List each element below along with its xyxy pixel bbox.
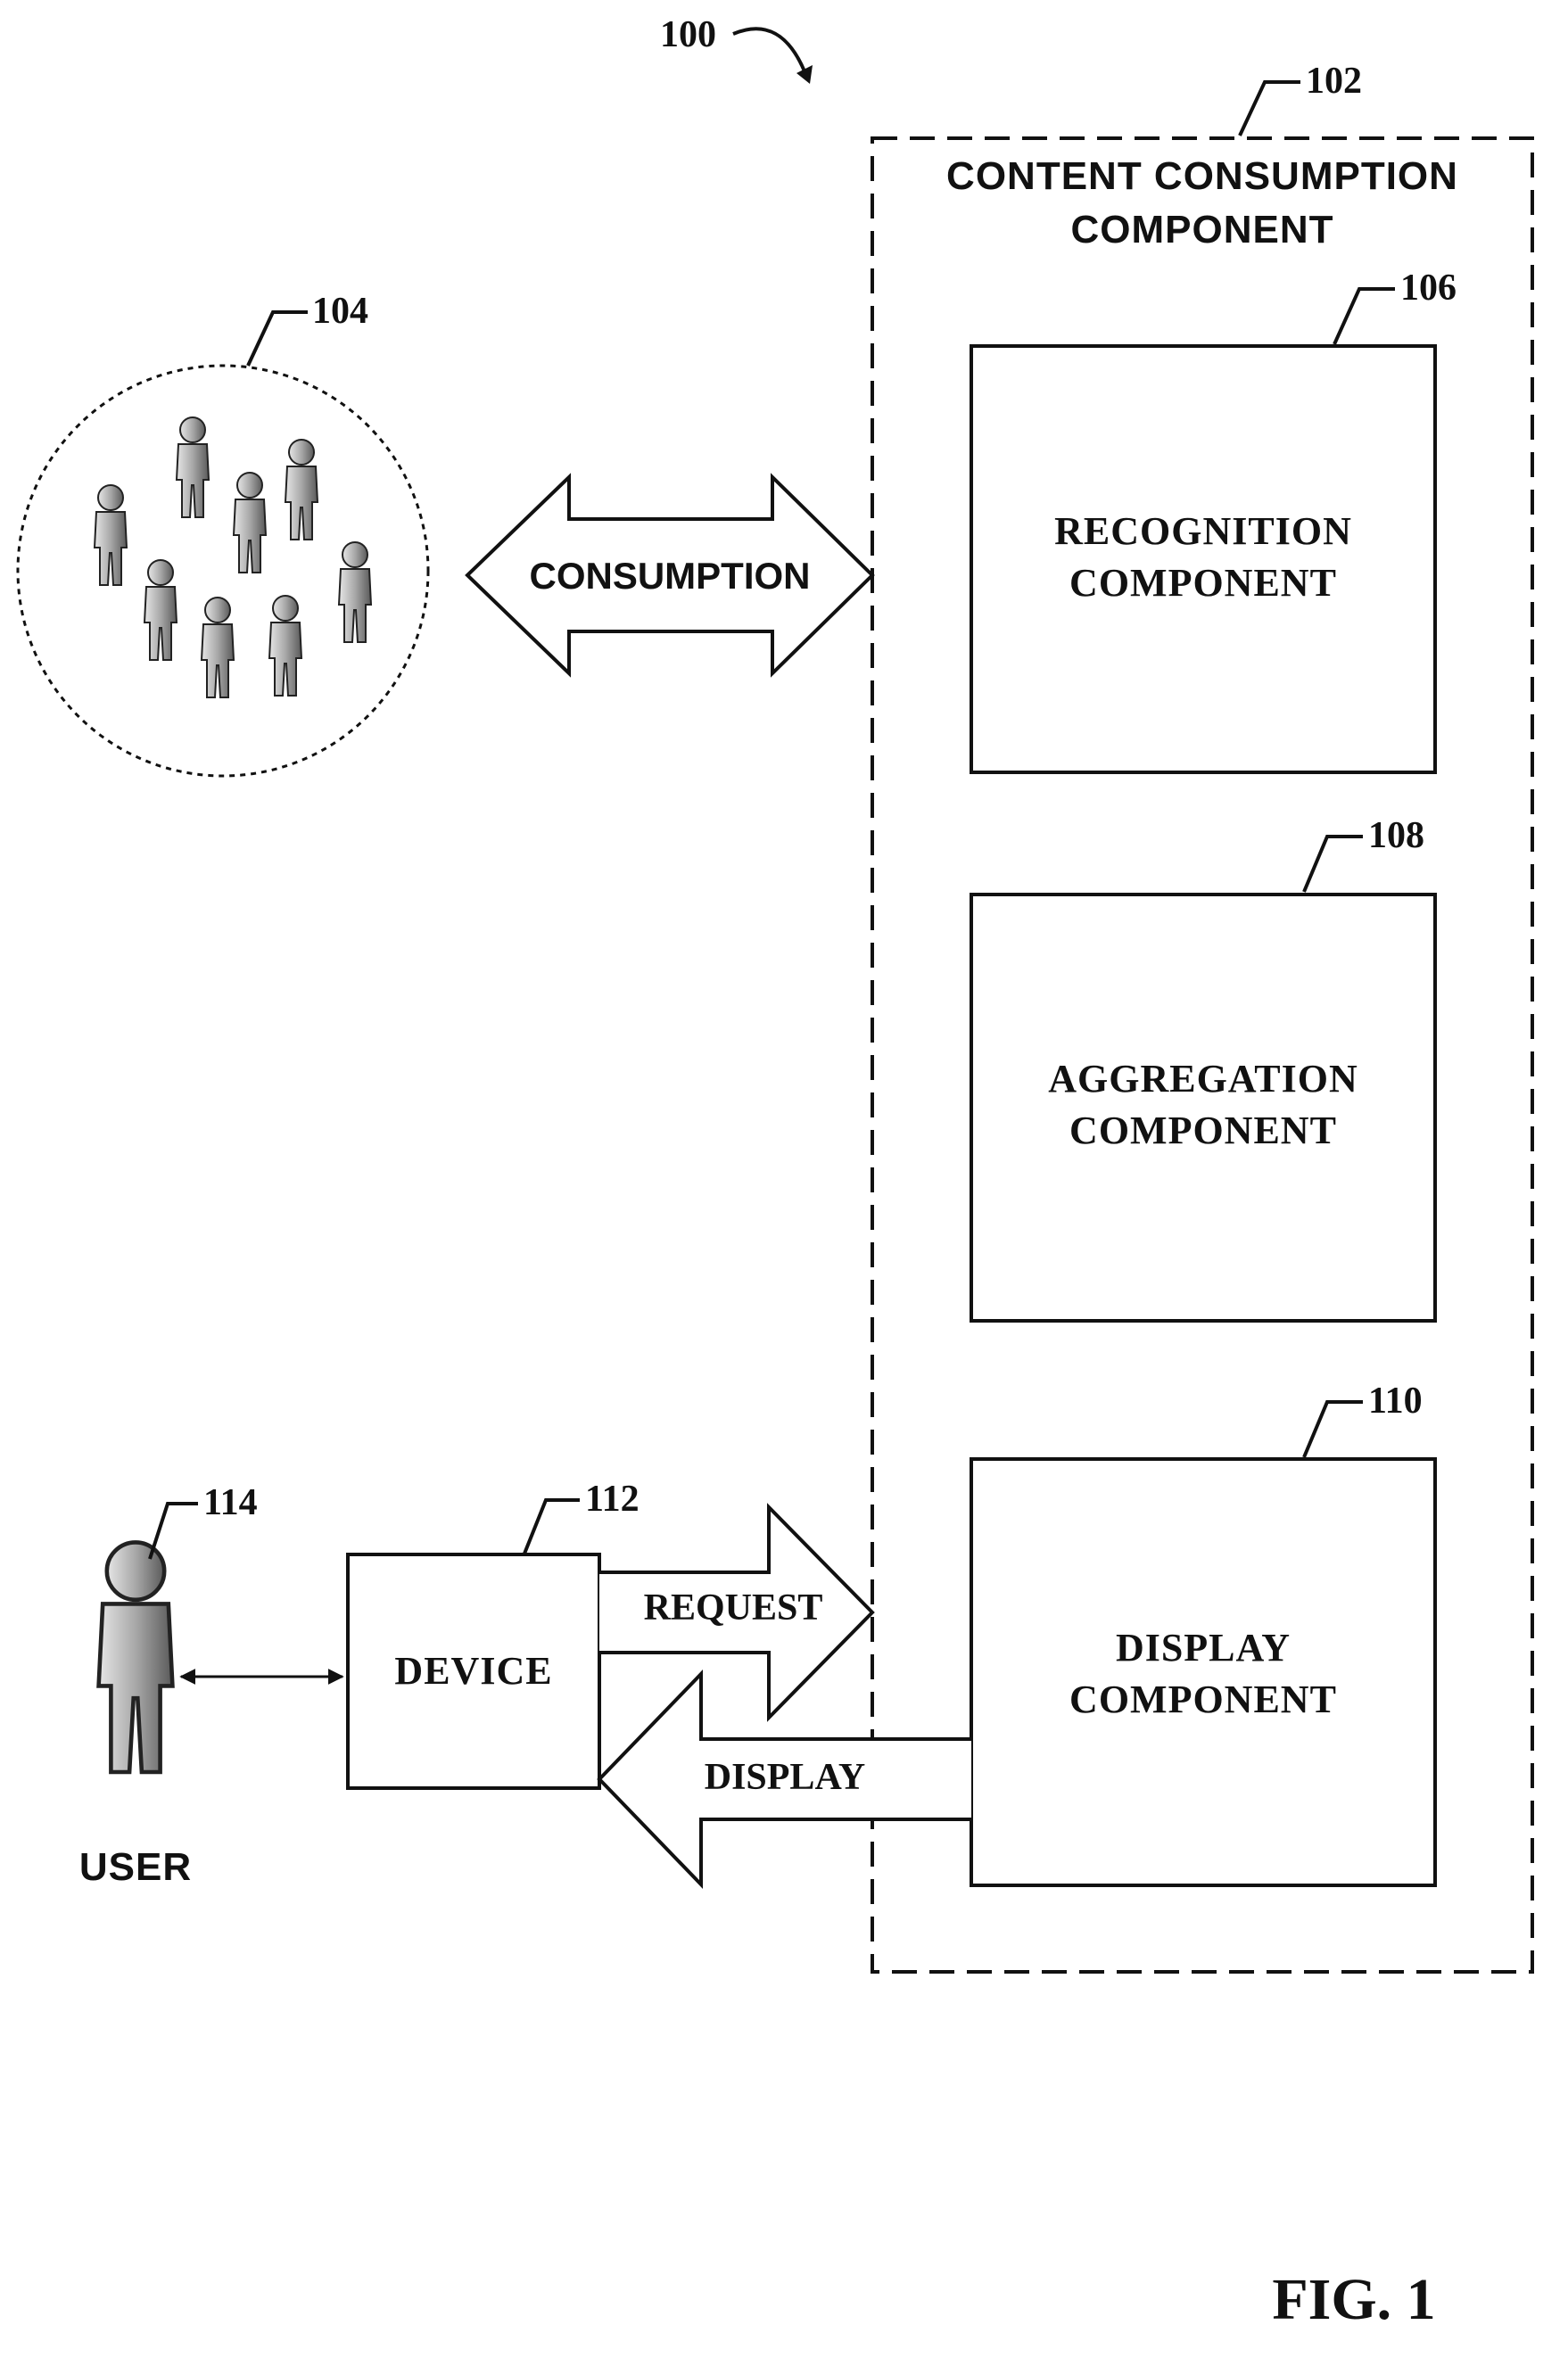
system-ref: 100 xyxy=(660,14,716,55)
aggregation-leader xyxy=(1304,837,1363,892)
crowd-people-icon xyxy=(95,417,371,697)
display-component-label-line2: COMPONENT xyxy=(1069,1678,1337,1721)
content-consumption-title-line1: CONTENT CONSUMPTION xyxy=(946,154,1458,198)
user-ref: 114 xyxy=(203,1482,258,1523)
content-consumption-title-line2: COMPONENT xyxy=(1071,208,1334,251)
display-arrow-label: DISPLAY xyxy=(705,1757,866,1798)
aggregation-label-line2: COMPONENT xyxy=(1069,1109,1337,1152)
figure-label: FIG. 1 xyxy=(1272,2267,1435,2332)
recognition-leader xyxy=(1334,289,1395,344)
consumption-arrow-label: CONSUMPTION xyxy=(530,555,811,597)
device-ref: 112 xyxy=(585,1479,640,1520)
crowd-leader xyxy=(248,312,308,366)
crowd-ref: 104 xyxy=(312,291,368,332)
recognition-label-line1: RECOGNITION xyxy=(1054,509,1352,553)
recognition-ref: 106 xyxy=(1400,268,1457,309)
display-component-label-line1: DISPLAY xyxy=(1116,1626,1291,1670)
user-label: USER xyxy=(79,1845,192,1889)
display-component-ref: 110 xyxy=(1368,1381,1423,1422)
user-person-icon xyxy=(99,1542,173,1772)
display-component-box xyxy=(971,1459,1435,1885)
recognition-label-line2: COMPONENT xyxy=(1069,561,1337,605)
content-consumption-ref: 102 xyxy=(1306,61,1362,102)
recognition-component-box xyxy=(971,346,1435,772)
system-ref-arrow xyxy=(733,29,805,71)
device-label: DEVICE xyxy=(394,1649,552,1693)
display-component-leader xyxy=(1304,1402,1363,1457)
content-consumption-leader xyxy=(1240,82,1300,136)
aggregation-component-box xyxy=(971,895,1435,1321)
request-arrow-label: REQUEST xyxy=(644,1587,823,1628)
aggregation-label-line1: AGGREGATION xyxy=(1048,1057,1358,1101)
device-leader xyxy=(524,1500,580,1554)
aggregation-ref: 108 xyxy=(1368,815,1424,856)
